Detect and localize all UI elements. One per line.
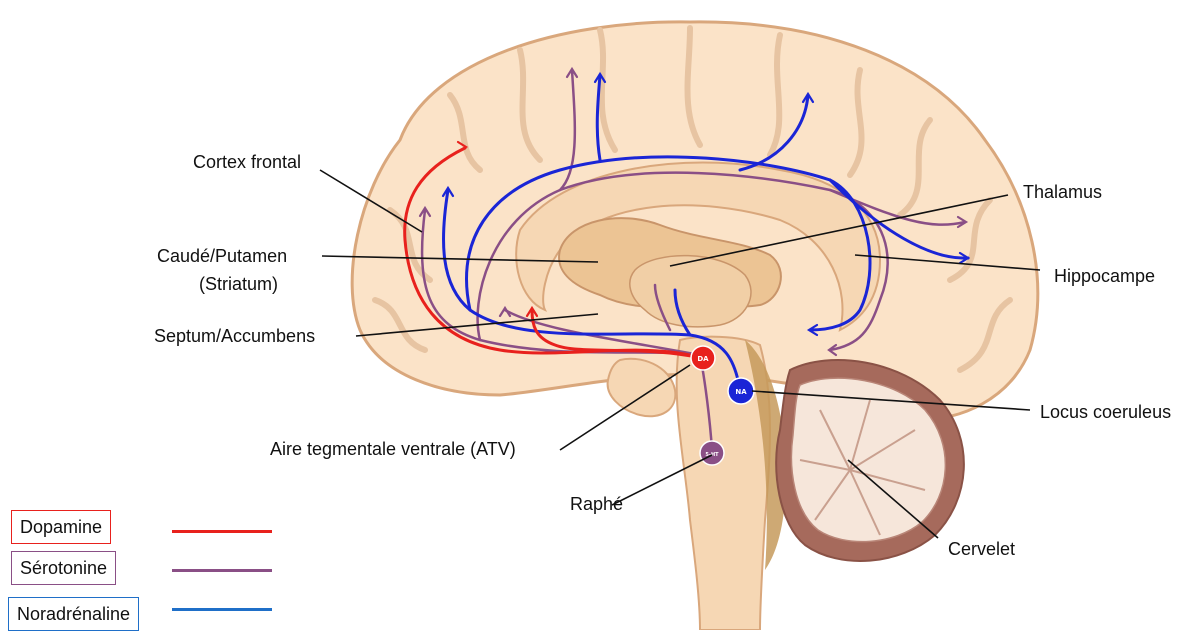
- na-node-label: NA: [735, 388, 747, 396]
- label-raphe: Raphé: [570, 494, 623, 514]
- legend-serotonine-line: [172, 569, 272, 572]
- label-aire-tegmentale: Aire tegmentale ventrale (ATV): [270, 439, 516, 459]
- da-node: DA: [691, 346, 715, 370]
- ht-node: 5-HT: [700, 441, 724, 465]
- label-septum-accumbens: Septum/Accumbens: [154, 326, 315, 346]
- legend-dopamine: Dopamine: [11, 510, 111, 544]
- legend-serotonine-label: Sérotonine: [20, 558, 107, 579]
- label-locus-coeruleus: Locus coeruleus: [1040, 402, 1171, 422]
- label-caude-putamen: Caudé/Putamen: [157, 246, 287, 266]
- na-node: NA: [728, 378, 754, 404]
- legend-noradrenaline-line: [172, 608, 272, 611]
- legend-noradrenaline: Noradrénaline: [8, 597, 139, 631]
- legend-dopamine-line: [172, 530, 272, 533]
- label-cervelet: Cervelet: [948, 539, 1015, 559]
- da-node-label: DA: [697, 355, 709, 363]
- label-striatum: (Striatum): [199, 274, 278, 294]
- legend-serotonine: Sérotonine: [11, 551, 116, 585]
- label-thalamus: Thalamus: [1023, 182, 1102, 202]
- label-hippocampe: Hippocampe: [1054, 266, 1155, 286]
- label-cortex-frontal: Cortex frontal: [193, 152, 301, 172]
- legend-noradrenaline-label: Noradrénaline: [17, 604, 130, 625]
- legend-dopamine-label: Dopamine: [20, 517, 102, 538]
